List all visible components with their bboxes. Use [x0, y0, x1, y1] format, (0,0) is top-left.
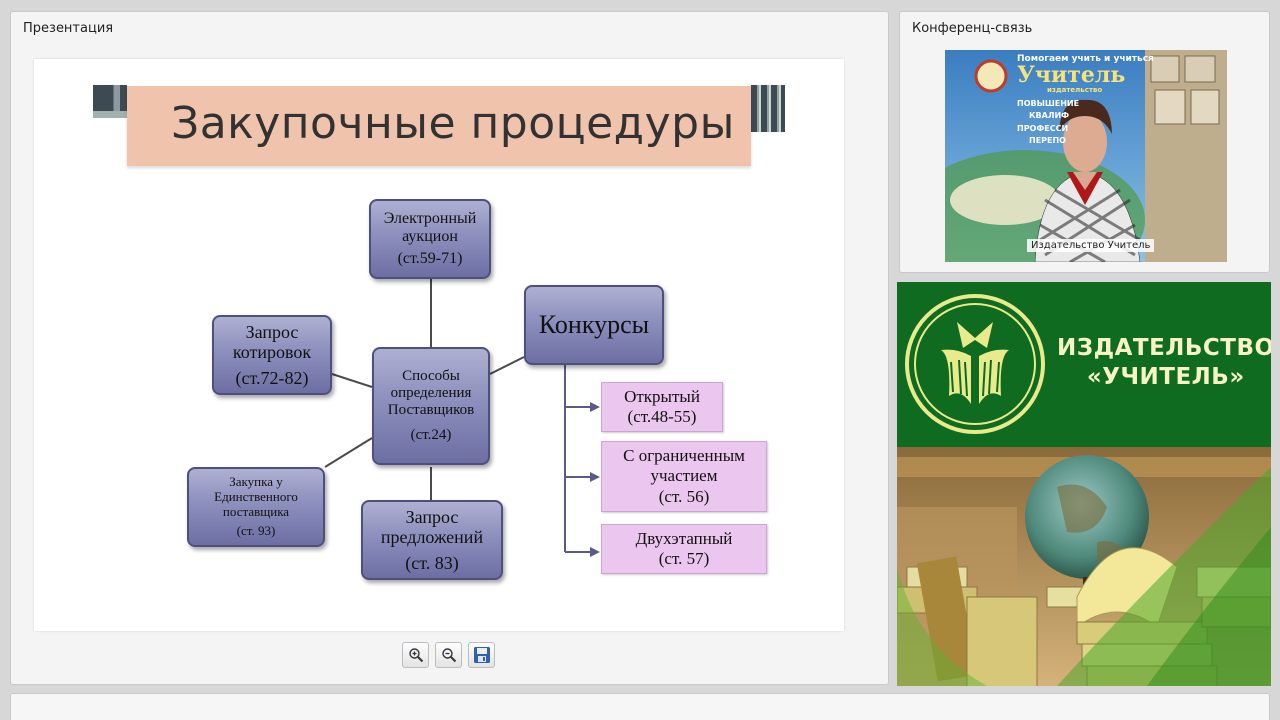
speaker-video[interactable]: Помогаем учить и учиться Учитель издател…	[945, 50, 1227, 262]
zoom-in-icon	[408, 648, 423, 663]
contest-type-limited: С ограниченным участием (ст. 56)	[601, 441, 767, 512]
node-quotation-request: Запрос котировок (ст.72-82)	[212, 315, 332, 395]
books-globe-illustration	[897, 447, 1271, 686]
slide: Закупочные процедуры	[34, 59, 844, 631]
title-decoration-left-stripe	[93, 111, 127, 118]
node-electronic-auction: Электронный аукцион (ст.59-71)	[369, 199, 491, 279]
banner-text: Помогаем учить и учиться Учитель издател…	[1017, 54, 1154, 146]
title-decoration-right	[751, 85, 785, 132]
slide-toolbar	[402, 642, 495, 668]
publisher-logo-icon	[905, 294, 1045, 434]
slide-title-band: Закупочные процедуры	[127, 86, 751, 166]
node-proposal-request: Запрос предложений (ст. 83)	[361, 500, 503, 580]
zoom-in-button[interactable]	[402, 642, 429, 668]
publisher-name: ИЗДАТЕЛЬСТВО «УЧИТЕЛЬ»	[1057, 335, 1271, 391]
bottom-panel	[10, 693, 1270, 720]
zoom-out-button[interactable]	[435, 642, 462, 668]
diagram-connectors	[324, 279, 600, 557]
speaker-video-frame	[945, 50, 1227, 262]
node-contests: Конкурсы	[524, 285, 664, 365]
node-single-supplier: Закупка у Единственного поставщика (ст. …	[187, 467, 325, 547]
conference-panel: Конференц-связь	[899, 11, 1270, 273]
presentation-panel: Презентация Закупочные процедуры	[10, 11, 889, 685]
zoom-out-icon	[441, 648, 456, 663]
speaker-name-label: Издательство Учитель	[1027, 239, 1155, 252]
node-supplier-methods: Способы определения Поставщиков (ст.24)	[372, 347, 490, 465]
conference-panel-title: Конференц-связь	[912, 21, 1033, 36]
floppy-disk-icon	[473, 647, 490, 663]
save-button[interactable]	[468, 642, 495, 668]
books-image	[897, 447, 1271, 686]
slide-title: Закупочные процедуры	[171, 98, 735, 149]
contest-type-open: Открытый (ст.48-55)	[601, 382, 723, 432]
contest-type-two-stage: Двухэтапный (ст. 57)	[601, 524, 767, 574]
publisher-brand: ИЗДАТЕЛЬСТВО «УЧИТЕЛЬ»	[897, 282, 1271, 447]
presentation-panel-title: Презентация	[23, 21, 114, 36]
